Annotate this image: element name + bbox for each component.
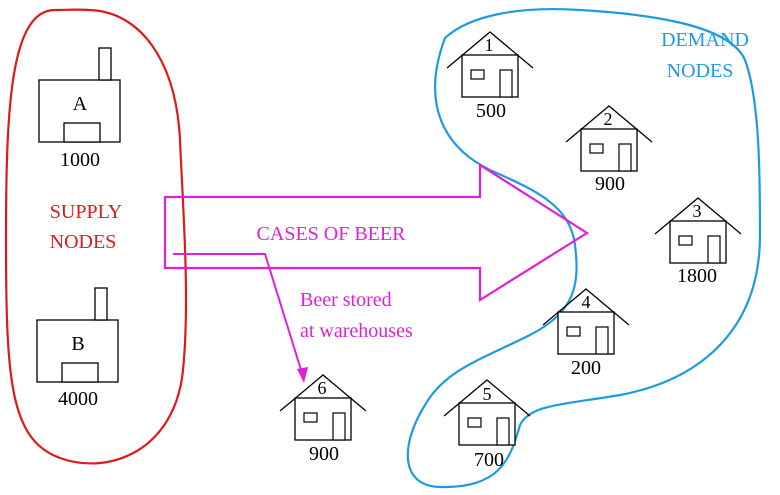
- supply-label-line2: NODES: [50, 231, 117, 253]
- house-2-amount: 900: [595, 173, 625, 195]
- warehouse-arrow-line: [173, 253, 303, 374]
- house-2-icon: [565, 105, 653, 172]
- demand-region-outline: [406, 7, 762, 489]
- warehouse-6-icon: [279, 374, 367, 441]
- house-4-icon: [542, 288, 630, 355]
- warehouse-note-line2: at warehouses: [300, 320, 413, 342]
- house-3-amount: 1800: [677, 265, 717, 287]
- warehouse-note-line1: Beer stored: [300, 289, 392, 311]
- supply-label-line1: SUPPLY: [50, 201, 122, 223]
- factory-a-letter: A: [73, 93, 88, 115]
- factory-a-icon: [38, 47, 121, 143]
- house-1-id: 1: [485, 35, 494, 55]
- demand-label-line2: NODES: [667, 60, 734, 82]
- flow-arrow: [163, 162, 590, 302]
- demand-label-line1: DEMAND: [661, 29, 749, 51]
- house-5-id: 5: [483, 384, 492, 404]
- house-5-icon: [443, 379, 531, 446]
- house-3-id: 3: [693, 201, 702, 221]
- factory-b-icon: [36, 287, 119, 383]
- house-2-id: 2: [604, 109, 613, 129]
- house-4-id: 4: [582, 292, 591, 312]
- house-3-icon: [654, 197, 742, 264]
- factory-b-letter: B: [71, 333, 84, 355]
- flow-label: CASES OF BEER: [257, 223, 407, 245]
- house-1-icon: [446, 31, 534, 98]
- house-4-amount: 200: [571, 357, 601, 379]
- supply-region-outline: [4, 8, 188, 465]
- warehouse-6-amount: 900: [309, 443, 339, 465]
- warehouse-arrow-head: [297, 367, 308, 383]
- factory-b-amount: 4000: [58, 388, 98, 410]
- warehouse-6-id: 6: [318, 378, 327, 398]
- factory-a-amount: 1000: [60, 149, 100, 171]
- house-1-amount: 500: [476, 100, 506, 122]
- house-5-amount: 700: [474, 449, 504, 471]
